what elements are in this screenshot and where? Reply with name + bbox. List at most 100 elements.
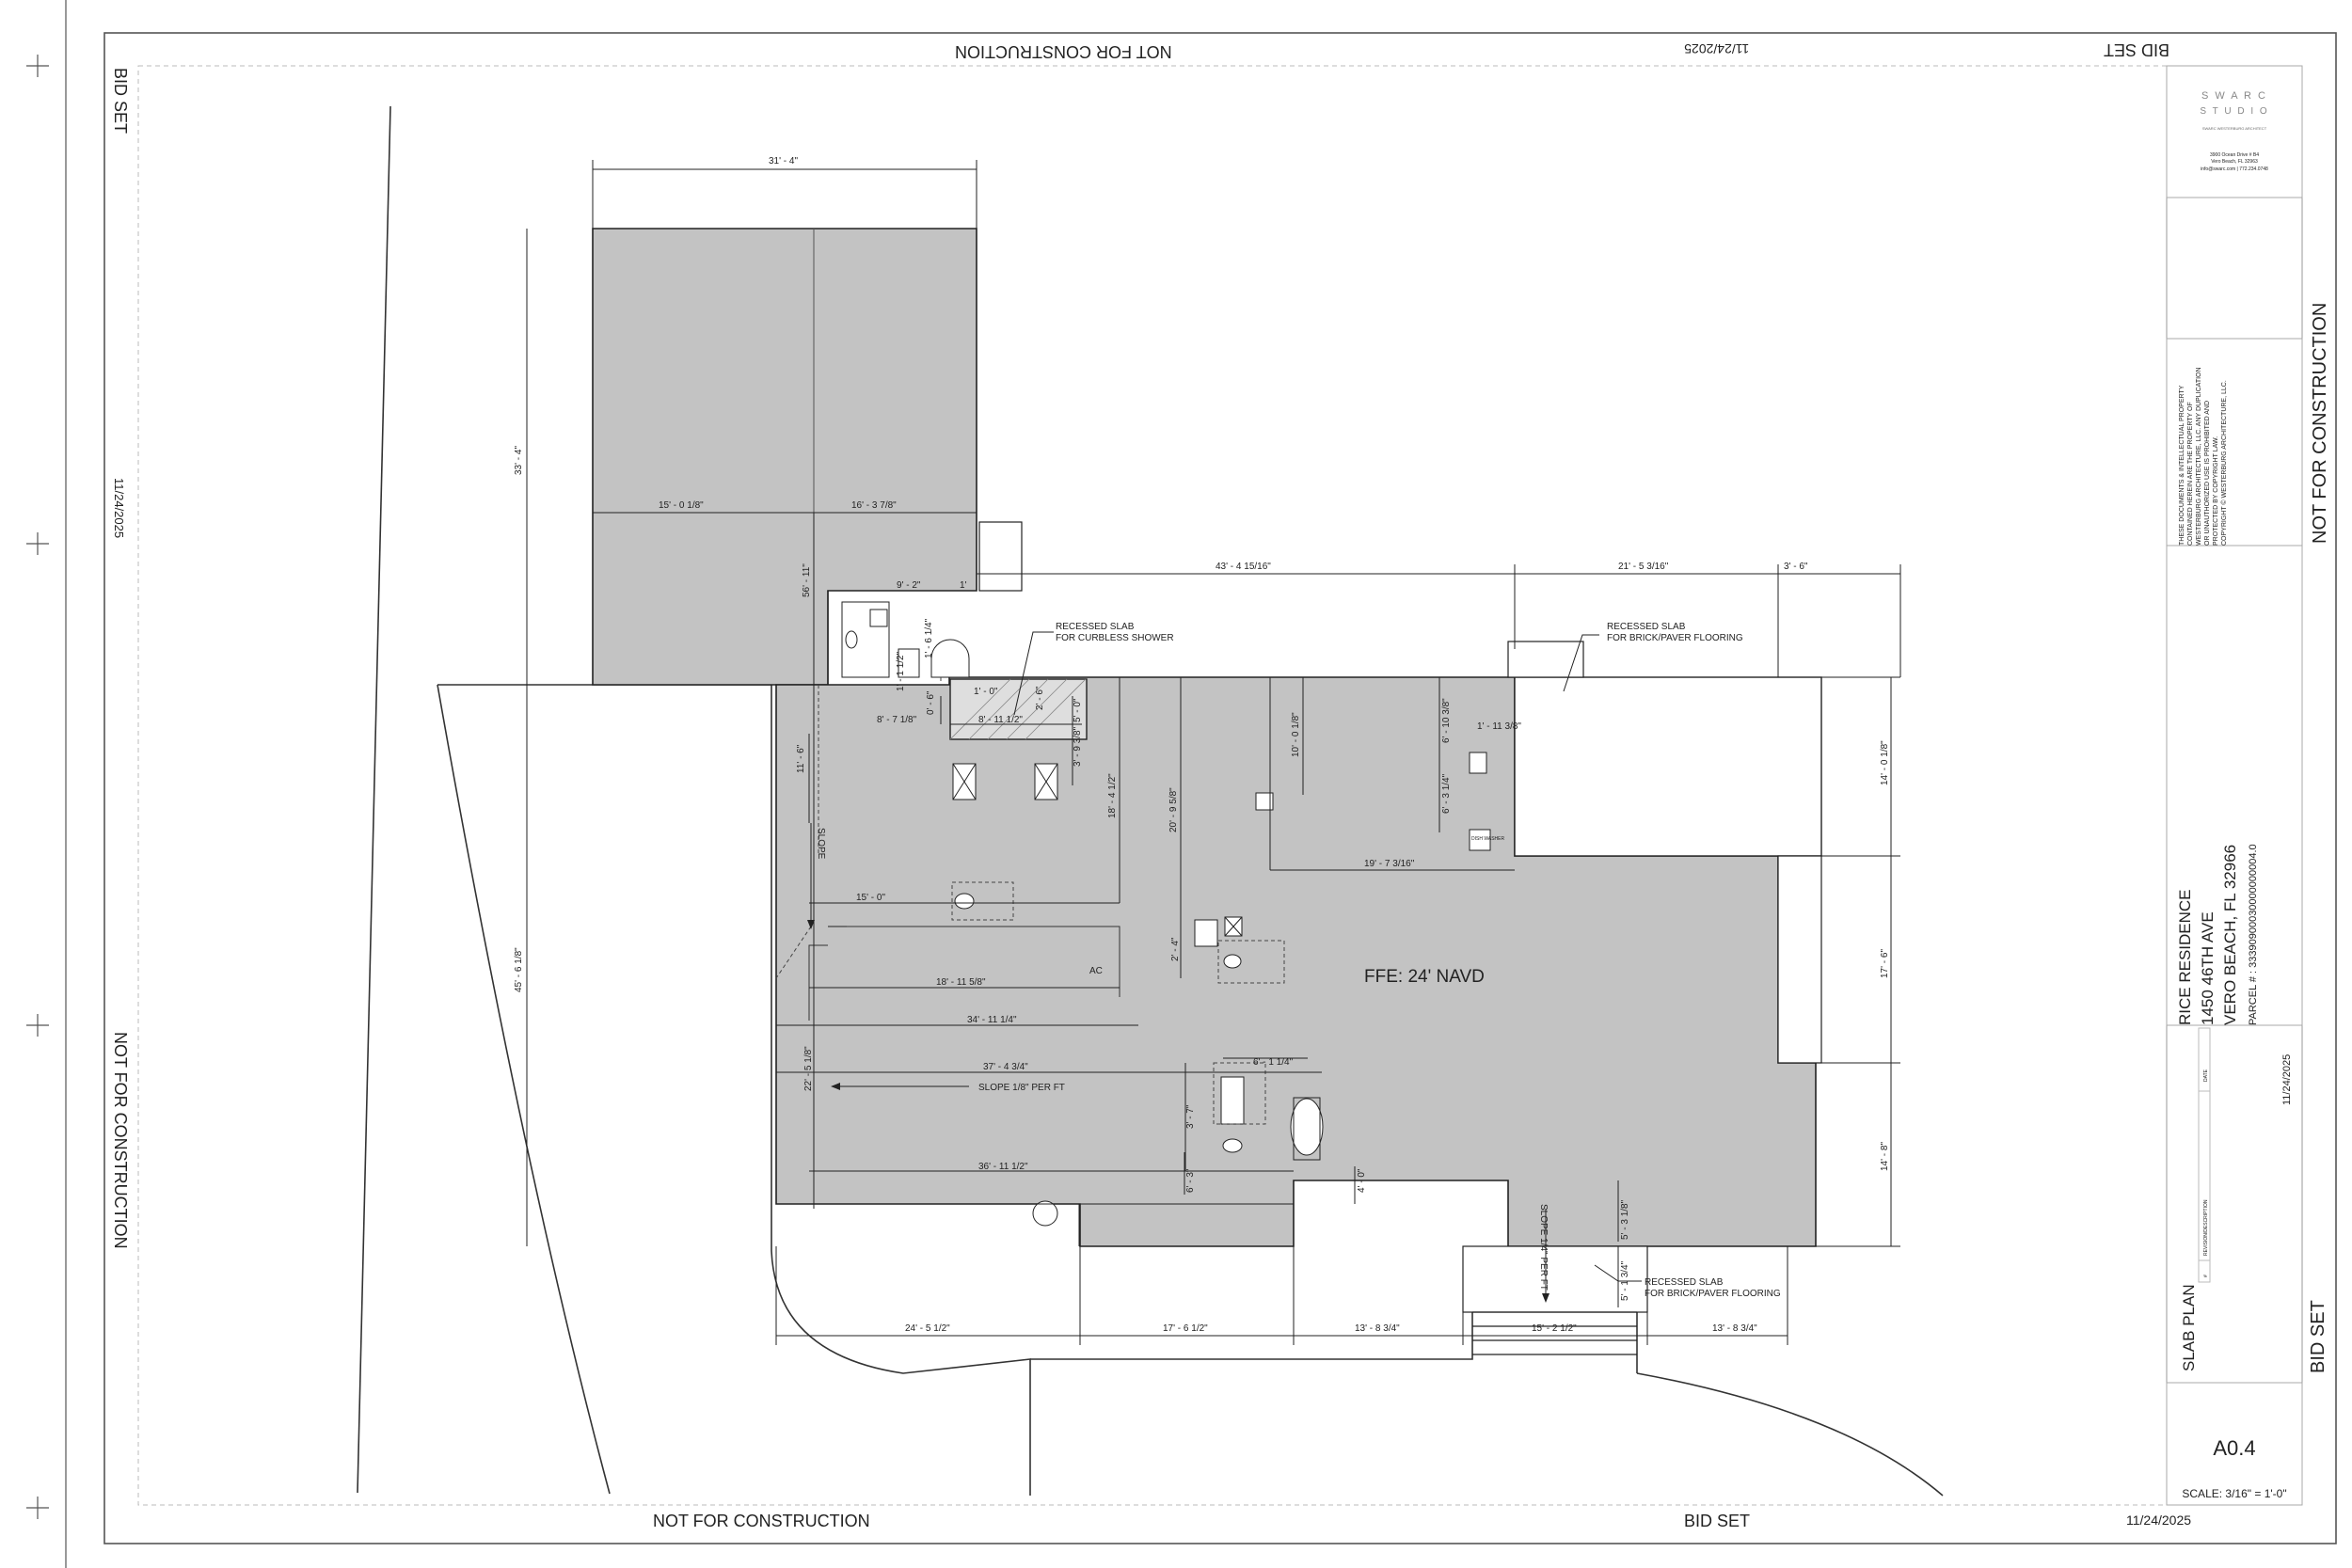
dim-text: 2' - 4" — [1170, 937, 1181, 961]
right-stamp-not-for-construction: NOT FOR CONSTRUCTION — [2310, 303, 2330, 544]
sheet-number: A0.4 — [2213, 1436, 2255, 1460]
small-porch — [1507, 641, 1584, 678]
slope-quarter-label: SLOPE 1/4" PER FT — [1538, 1204, 1549, 1291]
dim-text: 36' - 11 1/2" — [978, 1162, 1028, 1172]
dim-text: 33' - 4" — [514, 446, 524, 475]
dim-text: 45' - 6 1/8" — [514, 947, 524, 992]
copyright-line-3: WESTERBURG ARCHITECTURE, LLC. ANY DUPLIC… — [2196, 367, 2202, 546]
left-stamp-not-for-construction: NOT FOR CONSTRUCTION — [111, 1032, 130, 1249]
garage-slab — [592, 228, 977, 686]
slab-outline — [592, 228, 1822, 1355]
dim-text: 34' - 11 1/4" — [967, 1015, 1017, 1025]
dim-text: 24' - 5 1/2" — [905, 1323, 950, 1334]
dim-text: 11' - 6" — [796, 744, 806, 773]
sheet-border — [103, 32, 2337, 1544]
dim-text: 18' - 4 1/2" — [1107, 773, 1118, 818]
dim-text: 1' - 0" — [974, 687, 998, 697]
dim-text: 3' - 6" — [1784, 562, 1808, 572]
porch-return — [1777, 855, 1822, 1064]
top-stamp-bid-set: BID SET — [2104, 40, 2169, 59]
dim-text: 31' - 4" — [769, 156, 798, 166]
top-stamp-not-for-construction: NOT FOR CONSTRUCTION — [955, 42, 1172, 61]
drawing-scale: SCALE: 3/16" = 1'-0" — [2182, 1487, 2286, 1500]
dim-text: 15' - 2 1/2" — [1532, 1323, 1577, 1334]
title-block: S W A R C S T U D I O SWARC WESTERBURG A… — [2166, 65, 2303, 1506]
left-stamp-bid-set: BID SET — [111, 68, 130, 134]
copyright-line-5: PROTECTED BY COPYRIGHT LAW. — [2213, 436, 2219, 546]
dim-text: 10' - 0 1/8" — [1291, 712, 1301, 757]
dashed-fixtures — [818, 677, 1285, 1125]
revision-date-header: DATE — [2203, 1069, 2209, 1082]
copyright-line-6: COPYRIGHT © WESTERBURG ARCHITECTURE, LLC… — [2220, 380, 2228, 546]
dim-text: 18' - 11 5/8" — [936, 977, 986, 988]
ffe-label: FFE: 24' NAVD — [1364, 967, 1485, 987]
dim-text: 13' - 8 3/4" — [1355, 1323, 1400, 1334]
top-stamp-date: 11/24/2025 — [1684, 41, 1749, 56]
dim-text: 3' - 9 3/8" — [1073, 726, 1083, 767]
note-curbless-2: FOR CURBLESS SHOWER — [1056, 633, 1174, 643]
note-leaders — [1013, 631, 1642, 1282]
dim-text: 15' - 0 1/8" — [659, 500, 704, 511]
copyright-line-2: CONTAINED HEREIN ARE THE PROPERTY OF — [2187, 402, 2194, 546]
binding-strip — [26, 0, 67, 1568]
note-curbless-1: RECESSED SLAB — [1056, 622, 1135, 632]
note-brick-top-2: FOR BRICK/PAVER FLOORING — [1607, 633, 1743, 643]
revision-number-header: # — [2203, 1275, 2209, 1277]
slope-label-left: SLOPE — [816, 828, 826, 860]
sink-cabinet-1 — [1194, 919, 1218, 947]
note-brick-top-1: RECESSED SLAB — [1607, 622, 1686, 632]
dim-text: 2' - 6" — [1035, 686, 1045, 710]
dim-text: 20' - 9 5/8" — [1168, 787, 1179, 832]
bottom-stamp-not-for-construction: NOT FOR CONSTRUCTION — [653, 1512, 870, 1530]
firm-name-line1: S W A R C — [2201, 90, 2267, 102]
dim-text: 8' - 11 1/2" — [978, 715, 1023, 725]
dim-text: 6' - 10 3/8" — [1441, 698, 1452, 743]
plumbing-fixtures — [841, 601, 1491, 1227]
dim-text: 17' - 6" — [1880, 949, 1890, 978]
dish-washer-label: DISH WASHER — [1471, 836, 1504, 842]
firm-contact: info@swarc.com | 772.234.0748 — [2201, 166, 2268, 172]
dim-text: 15' - 0" — [856, 893, 885, 903]
dim-text: 1' - 1 1/2" — [896, 651, 906, 691]
parcel-number: PARCEL # : 33390900030000000004.0 — [2248, 844, 2259, 1025]
issue-date: 11/24/2025 — [2281, 1054, 2293, 1105]
dim-text: 8' - 7 1/8" — [877, 715, 917, 725]
dim-text: 16' - 3 7/8" — [851, 500, 897, 511]
dim-text: 3' - 7" — [1185, 1104, 1196, 1129]
sheet-title: SLAB PLAN — [2180, 1284, 2198, 1371]
dim-text: 1' - 6 1/4" — [924, 618, 934, 658]
dim-text: 6' - 1 1/4" — [1253, 1057, 1294, 1068]
note-brick-bottom-1: RECESSED SLAB — [1645, 1277, 1724, 1288]
dimension-texts: 31' - 4" 33' - 4" 15' - 0 1/8" 16' - 3 7… — [514, 156, 1890, 1334]
dim-text: 14' - 0 1/8" — [1880, 740, 1890, 785]
dim-text: 14' - 8" — [1880, 1142, 1890, 1171]
dim-text: 1' — [960, 580, 967, 591]
bottom-stamp-bid-set: BID SET — [1684, 1512, 1750, 1530]
dim-text: 22' - 5 1/8" — [803, 1046, 814, 1091]
dim-text: 0' - 6" — [926, 690, 936, 715]
ac-label: AC — [1089, 966, 1103, 976]
dim-text: 9' - 2" — [897, 580, 921, 591]
dim-text: 43' - 4 15/16" — [1216, 562, 1271, 572]
dim-text: 4' - 0" — [1357, 1168, 1367, 1193]
right-stamp-bid-set: BID SET — [2308, 1300, 2328, 1373]
dim-text: 5' - 1 3/4" — [1620, 1260, 1630, 1301]
copyright-line-4: OR UNAUTHORIZED USE IS PROHIBITED AND — [2204, 401, 2211, 546]
revision-description-header: REVISION/DESCRIPTION — [2203, 1199, 2209, 1256]
dim-text: 1' - 11 3/8" — [1477, 721, 1521, 732]
left-stamp-date: 11/24/2025 — [112, 478, 126, 538]
dim-text: 5' - 0" — [1073, 698, 1083, 722]
garage-bump — [978, 521, 1023, 592]
dim-text: 56' - 11" — [802, 563, 812, 597]
firm-address-line1: 3900 Ocean Drive # B4 — [2210, 152, 2259, 158]
dim-text: 17' - 6 1/2" — [1163, 1323, 1208, 1334]
copyright-line-1: THESE DOCUMENTS & INTELLECTUAL PROPERTY — [2179, 385, 2185, 546]
note-brick-bottom-2: FOR BRICK/PAVER FLOORING — [1645, 1289, 1781, 1299]
dim-text: 21' - 5 3/16" — [1618, 562, 1669, 572]
project-name: RICE RESIDENCE — [2176, 889, 2194, 1025]
porch-recess — [1514, 676, 1822, 857]
dim-text: 6' - 3" — [1185, 1168, 1196, 1193]
dim-text: 13' - 8 3/4" — [1712, 1323, 1757, 1334]
front-entry-slab — [1462, 1245, 1648, 1313]
bottom-stamp-date: 11/24/2025 — [2126, 1513, 2191, 1528]
